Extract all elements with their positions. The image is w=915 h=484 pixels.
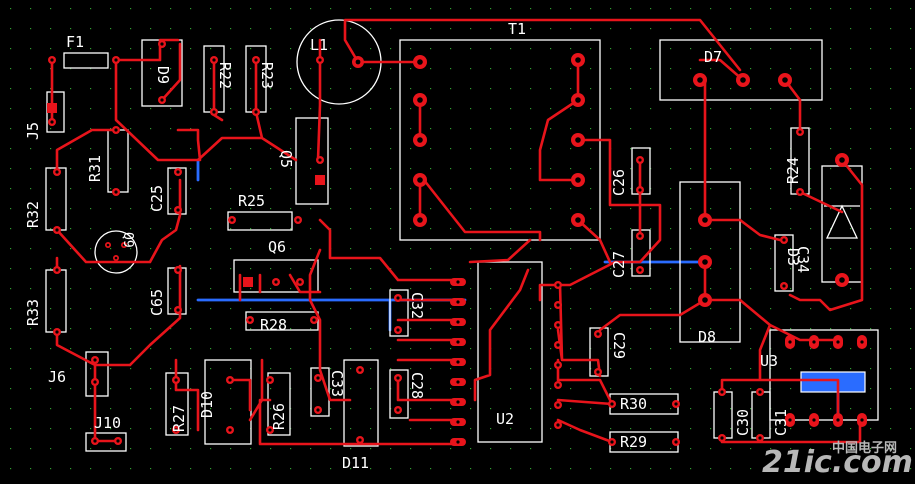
label-R26: R26 <box>270 403 288 430</box>
label-R28: R28 <box>260 316 287 334</box>
label-D9: D9 <box>154 66 172 84</box>
label-C26: C26 <box>610 169 628 196</box>
label-C27: C27 <box>610 251 628 278</box>
grid-dots <box>10 8 912 470</box>
label-R25: R25 <box>238 192 265 210</box>
label-J10: J10 <box>94 414 121 432</box>
label-R23: R23 <box>258 62 276 89</box>
label-R27: R27 <box>170 405 188 432</box>
label-C30: C30 <box>734 409 752 436</box>
label-D3: D3 <box>784 248 802 266</box>
label-L1: L1 <box>310 36 328 54</box>
label-F1: F1 <box>66 33 84 51</box>
watermark: 21ic.com 中国电子网 <box>762 440 913 480</box>
label-R32: R32 <box>24 201 42 228</box>
label-R31: R31 <box>86 155 104 182</box>
label-D8: D8 <box>698 328 716 346</box>
label-J5: J5 <box>24 122 42 140</box>
label-C28: C28 <box>408 372 426 399</box>
label-C34: C34 <box>794 246 812 273</box>
watermark-subtitle: 中国电子网 <box>832 440 897 456</box>
label-R30: R30 <box>620 395 647 413</box>
reference-designators: F1 J5 R31 R32 R33 Q9 C25 C65 J6 J10 D9 R… <box>24 20 812 472</box>
label-R22: R22 <box>216 62 234 89</box>
silkscreen <box>45 19 879 453</box>
label-C29: C29 <box>610 332 628 359</box>
label-T1: T1 <box>508 20 526 38</box>
label-R24: R24 <box>784 157 802 184</box>
label-Q6: Q6 <box>268 238 286 256</box>
label-D10: D10 <box>198 391 216 418</box>
label-Q5: Q5 <box>277 150 295 168</box>
label-C31: C31 <box>772 409 790 436</box>
label-C32: C32 <box>408 292 426 319</box>
label-D7: D7 <box>704 48 722 66</box>
watermark-brand: 21ic.com <box>762 445 913 480</box>
label-D11: D11 <box>342 454 369 472</box>
label-C25: C25 <box>148 185 166 212</box>
label-U2: U2 <box>496 410 514 428</box>
label-Q9: Q9 <box>120 232 135 248</box>
label-J6: J6 <box>48 368 66 386</box>
label-R33: R33 <box>24 299 42 326</box>
component-pads <box>47 40 867 446</box>
label-U3: U3 <box>760 352 778 370</box>
label-C65: C65 <box>148 289 166 316</box>
label-C33: C33 <box>328 370 346 397</box>
label-R29: R29 <box>620 433 647 451</box>
